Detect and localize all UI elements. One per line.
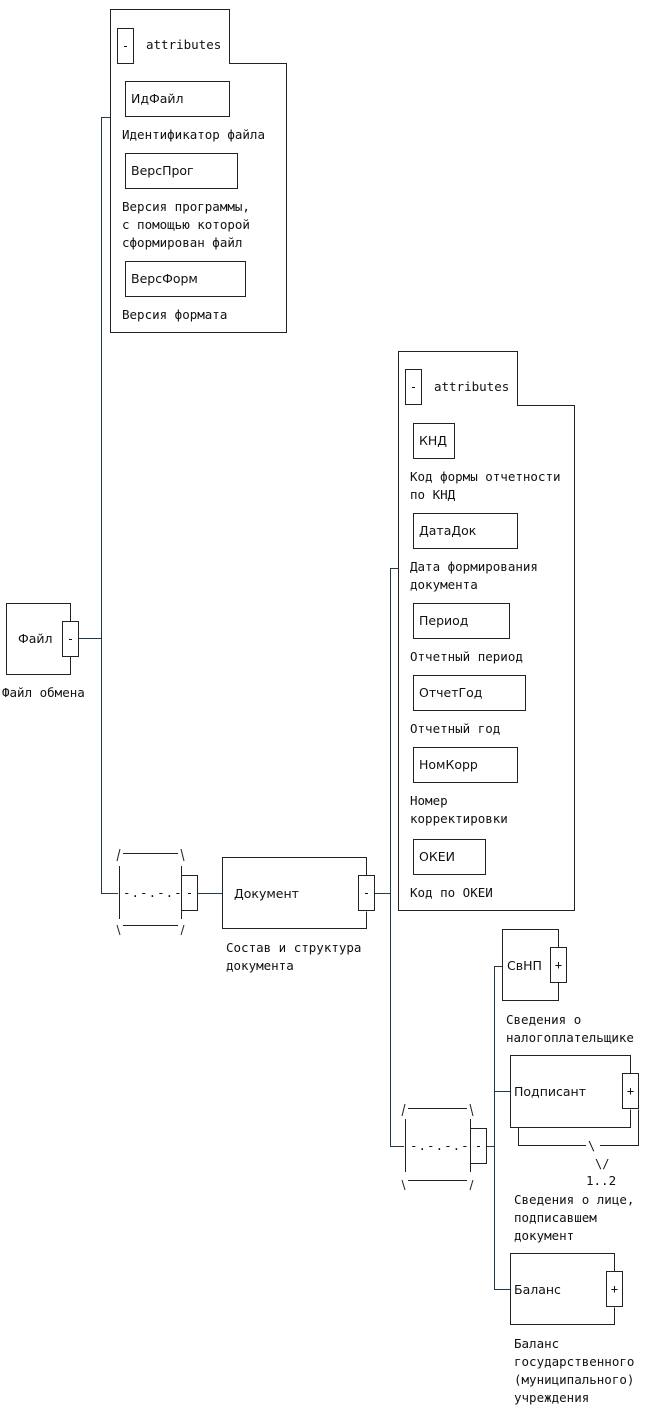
multiplicity-label: 1..2 [586,1173,617,1188]
element-description: Баланс государственного (муниципального)… [514,1336,635,1405]
multiplicity-backslash-glyph: \ [588,1139,596,1153]
root-attributes-collapse-toggle[interactable]: - [117,28,134,64]
connector-line [494,1091,510,1092]
attribute-period[interactable]: Период [413,603,510,639]
element-name: Документ [234,886,299,901]
attribute-description: Версия формата [122,307,228,322]
connector-line [390,1146,404,1147]
attribute-name: Период [419,613,469,628]
attribute-name: ДатаДок [419,523,477,538]
connector-line [101,117,110,118]
sequence-dots: -.-.-.- [410,1138,470,1153]
multiplicity-arrow-glyph: \/ [595,1157,610,1171]
connector-line [78,638,101,639]
connector-line [390,568,398,569]
document-attributes-collapse-toggle[interactable]: - [405,369,422,405]
attribute-description: Номер корректировки [410,793,508,826]
svnp-expand-toggle[interactable]: + [550,947,567,983]
attribute-name: ВерсПрог [131,163,194,178]
attribute-versprog[interactable]: ВерсПрог [125,153,238,189]
connector-line [198,893,222,894]
attribute-name: КНД [419,433,448,448]
attribute-versform[interactable]: ВерсФорм [125,261,246,297]
element-description: Состав и структура документа [226,940,362,973]
connector-line [390,568,391,1146]
element-name: Подписант [514,1084,586,1099]
balans-expand-toggle[interactable]: + [606,1271,623,1307]
attribute-name: ВерсФорм [131,271,198,286]
connector-line [494,966,495,1289]
attribute-description: Идентификатор файла [122,127,265,142]
attribute-idfile[interactable]: ИдФайл [125,81,230,117]
sequence-collapse-toggle[interactable]: - [181,875,198,911]
sequence-collapse-toggle[interactable]: - [470,1128,487,1164]
document-attributes-label: attributes [434,379,510,394]
root-attributes-label: attributes [146,37,222,52]
element-name: СвНП [507,958,542,973]
podpisant-expand-toggle[interactable]: + [622,1073,639,1109]
element-description: Файл обмена [2,685,85,700]
attribute-okei[interactable]: ОКЕИ [413,839,486,875]
element-description: Сведения о лице, подписавшем документ [514,1192,635,1243]
attribute-nomkorr[interactable]: НомКорр [413,747,518,783]
connector-line [374,893,390,894]
attribute-description: Дата формирования документа [410,559,538,592]
element-description: Сведения о налогоплательщике [506,1012,634,1045]
connector-line [494,966,502,967]
attribute-description: Версия программы, с помощью которой сфор… [122,199,250,250]
attribute-name: ИдФайл [131,91,184,106]
attribute-datadok[interactable]: ДатаДок [413,513,518,549]
attribute-description: Отчетный год [410,721,501,736]
attribute-description: Код по ОКЕИ [410,885,493,900]
attribute-description: Отчетный период [410,649,523,664]
connector-line [486,1146,494,1147]
attribute-name: НомКорр [419,757,478,772]
connector-line [101,893,118,894]
element-name: Баланс [514,1282,561,1297]
attribute-otchetgod[interactable]: ОтчетГод [413,675,526,711]
attribute-knd[interactable]: КНД [413,423,455,459]
attribute-description: Код формы отчетности по КНД [410,469,561,502]
connector-line [494,1289,510,1290]
sequence-dots: -.-.-.- [123,885,183,900]
attribute-name: ОКЕИ [419,849,455,864]
document-collapse-toggle[interactable]: - [358,875,375,911]
element-name: Файл [18,631,53,646]
attribute-name: ОтчетГод [419,685,483,700]
root-collapse-toggle[interactable]: - [62,621,79,657]
connector-line [101,117,102,893]
